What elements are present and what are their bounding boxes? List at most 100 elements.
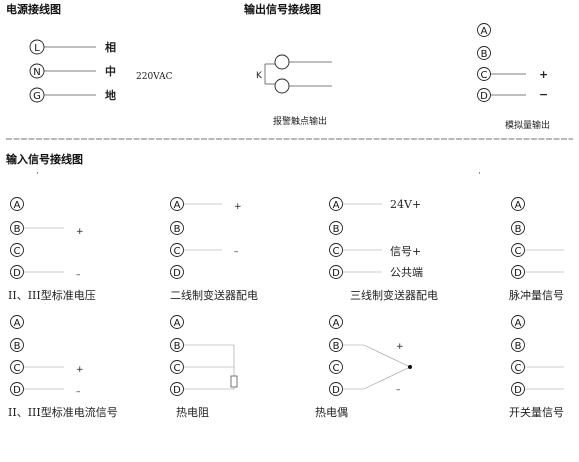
minus-label: – bbox=[76, 270, 81, 280]
rtd-wire-d bbox=[184, 387, 235, 390]
ao-caption: 模拟量输出 bbox=[505, 119, 550, 131]
terminal-d-label: D bbox=[13, 385, 21, 396]
terminal-g-label: G bbox=[33, 91, 41, 102]
terminal-b bbox=[10, 221, 24, 235]
terminal-l-label: L bbox=[34, 43, 40, 54]
plus-label: + bbox=[76, 227, 84, 237]
common-label: 公共端 bbox=[390, 266, 423, 279]
relay-contact-1 bbox=[274, 54, 290, 70]
terminal-d-label: D bbox=[332, 268, 340, 279]
ao-terminal-b bbox=[477, 46, 491, 60]
terminal-c-label: C bbox=[174, 363, 181, 374]
caption: 脉冲量信号 bbox=[509, 288, 564, 302]
signal-plus-label: 信号+ bbox=[390, 245, 421, 258]
ao-terminal-d-label: D bbox=[480, 91, 488, 102]
terminal-c bbox=[10, 360, 24, 374]
input-two-wire-transmitter: A B C D + – 二线制变送器配电 bbox=[170, 197, 258, 302]
caption: 热电偶 bbox=[315, 406, 348, 419]
terminal-d-label: D bbox=[514, 385, 522, 396]
terminal-a-label: A bbox=[515, 318, 522, 329]
caption: 开关量信号 bbox=[509, 405, 564, 419]
terminal-d bbox=[329, 265, 343, 279]
terminal-a-label: A bbox=[14, 200, 21, 211]
ground-label: 地 bbox=[105, 88, 116, 102]
stray-dot-1: · bbox=[36, 169, 39, 179]
analog-output-diagram: A B C D + − 模拟量输出 bbox=[477, 23, 550, 131]
terminal-a bbox=[10, 315, 24, 329]
terminal-c bbox=[329, 360, 343, 374]
input-switch-signal: A B C D 开关量信号 bbox=[509, 315, 564, 419]
terminal-b bbox=[511, 221, 525, 235]
terminal-a bbox=[329, 315, 343, 329]
terminal-a bbox=[511, 197, 525, 211]
terminal-n-label: N bbox=[33, 67, 40, 78]
terminal-d-label: D bbox=[332, 385, 340, 396]
terminal-d-label: D bbox=[173, 385, 181, 396]
relay-output-diagram: K 报警触点输出 bbox=[256, 54, 332, 127]
ao-plus: + bbox=[539, 68, 548, 81]
tc-wire-minus bbox=[343, 366, 411, 390]
caption: 二线制变送器配电 bbox=[170, 288, 258, 302]
terminal-d bbox=[10, 382, 24, 396]
power-wiring-title: 电源接线图 bbox=[6, 2, 61, 16]
terminal-a-label: A bbox=[333, 200, 340, 211]
terminal-c bbox=[10, 243, 24, 257]
minus-label: – bbox=[234, 247, 239, 257]
terminal-b bbox=[170, 221, 184, 235]
caption: II、III型标准电压 bbox=[8, 288, 96, 302]
input-rtd: A B C D 热电阻 bbox=[170, 315, 238, 419]
ao-terminal-c-label: C bbox=[481, 70, 488, 81]
ao-terminal-b-label: B bbox=[481, 49, 488, 60]
terminal-b-label: B bbox=[515, 341, 522, 352]
terminal-a bbox=[511, 315, 525, 329]
terminal-c-label: C bbox=[333, 246, 340, 257]
terminal-c-label: C bbox=[515, 246, 522, 257]
supply-24v-label: 24V+ bbox=[390, 198, 421, 211]
terminal-c-label: C bbox=[14, 363, 21, 374]
terminal-b bbox=[170, 338, 184, 352]
minus-label: – bbox=[396, 385, 401, 395]
ao-terminal-a bbox=[477, 23, 491, 37]
relay-caption: 报警触点输出 bbox=[273, 115, 327, 127]
terminal-c-label: C bbox=[174, 246, 181, 257]
terminal-b-label: B bbox=[333, 224, 340, 235]
terminal-a bbox=[170, 315, 184, 329]
ao-terminal-c bbox=[477, 67, 491, 81]
terminal-d bbox=[170, 382, 184, 396]
terminal-b-label: B bbox=[174, 224, 181, 235]
phase-label: 相 bbox=[105, 40, 116, 54]
plus-label: + bbox=[396, 342, 404, 352]
terminal-d-label: D bbox=[13, 268, 21, 279]
terminal-a-label: A bbox=[174, 318, 181, 329]
tc-wire-plus bbox=[343, 344, 411, 368]
caption: 热电阻 bbox=[176, 406, 209, 419]
terminal-a bbox=[10, 197, 24, 211]
terminal-b bbox=[329, 338, 343, 352]
input-standard-current: A B C D + – II、III型标准电流信号 bbox=[8, 315, 118, 419]
input-standard-voltage: A B C D + – II、III型标准电压 bbox=[8, 197, 96, 302]
input-three-wire-transmitter: A B C D 24V+ 信号+ 公共端 三线制变送器配电 bbox=[329, 197, 438, 302]
terminal-d bbox=[511, 382, 525, 396]
ao-minus: − bbox=[539, 88, 548, 101]
stray-dot-2: · bbox=[478, 169, 481, 179]
relay-contact-2 bbox=[274, 78, 290, 94]
ao-terminal-d bbox=[477, 88, 491, 102]
plus-label: + bbox=[76, 365, 84, 375]
minus-label: – bbox=[76, 387, 81, 397]
input-thermocouple: A B C D + – 热电偶 bbox=[315, 315, 412, 419]
ao-terminal-a-label: A bbox=[481, 26, 488, 37]
neutral-label: 中 bbox=[105, 64, 116, 78]
terminal-b-label: B bbox=[14, 341, 21, 352]
terminal-a-label: A bbox=[174, 200, 181, 211]
terminal-a bbox=[329, 197, 343, 211]
terminal-c bbox=[170, 243, 184, 257]
terminal-b-label: B bbox=[515, 224, 522, 235]
resistor-symbol bbox=[230, 375, 238, 388]
terminal-c bbox=[329, 243, 343, 257]
voltage-label: 220VAC bbox=[136, 72, 173, 82]
terminal-a-label: A bbox=[14, 318, 21, 329]
plus-label: + bbox=[234, 202, 242, 212]
terminal-b bbox=[329, 221, 343, 235]
k-label: K bbox=[256, 71, 263, 81]
